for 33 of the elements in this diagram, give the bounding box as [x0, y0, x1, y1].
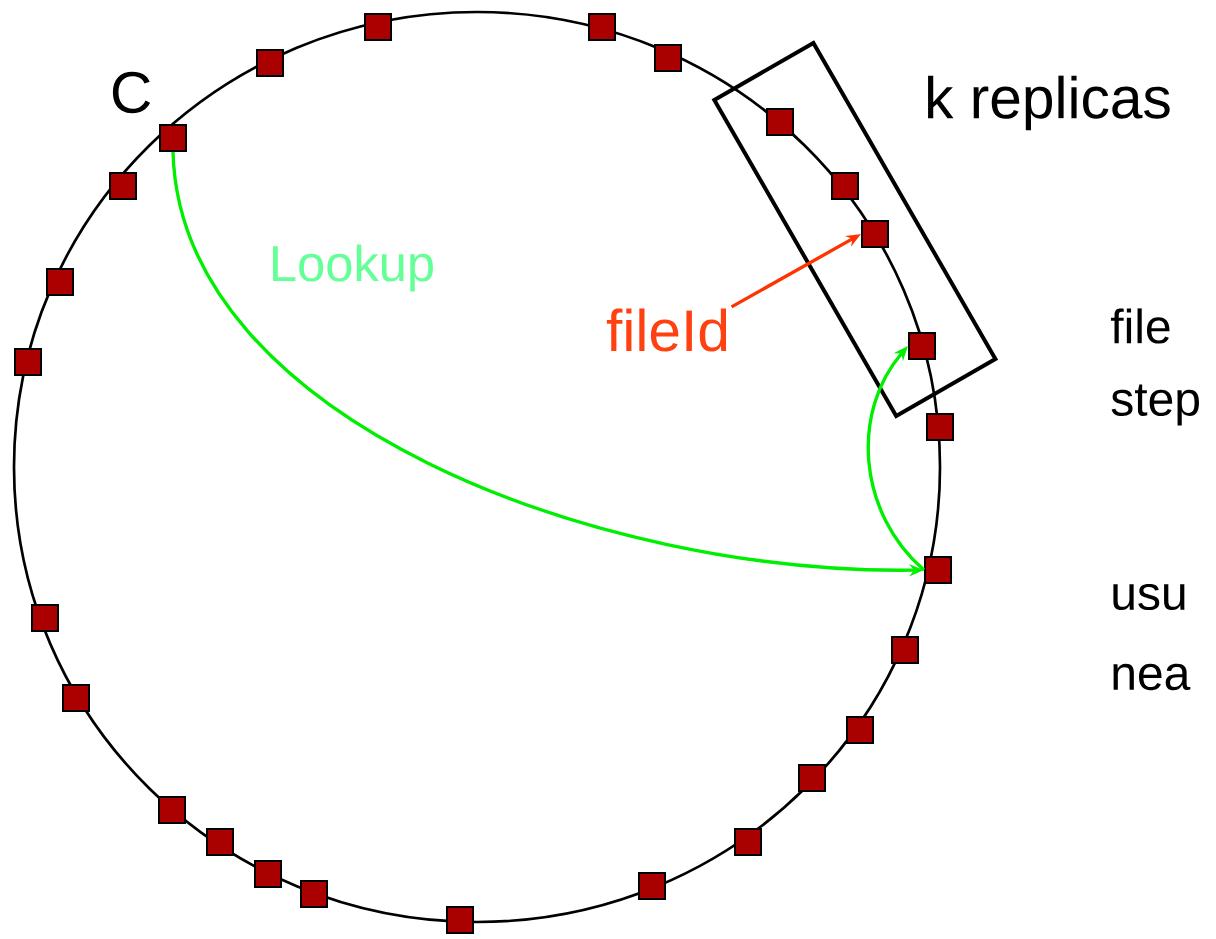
node-caption: C	[112, 71, 151, 114]
ring-node	[14, 348, 42, 376]
ring-node	[798, 764, 826, 792]
ring-node	[734, 828, 762, 856]
ring-node	[159, 124, 187, 152]
ring-node	[31, 604, 59, 632]
ring-node	[588, 13, 616, 41]
ring-node	[158, 796, 186, 824]
ring-node	[46, 268, 74, 296]
ring-node	[926, 413, 954, 441]
ring-node	[908, 332, 936, 360]
ring-node	[861, 220, 889, 248]
ring-node	[446, 906, 474, 934]
node-label: fileId	[606, 308, 727, 352]
ring-node	[364, 13, 392, 41]
ring-node	[254, 860, 282, 888]
ring-node	[62, 684, 90, 712]
ring-node	[891, 636, 919, 664]
ring-node	[654, 44, 682, 72]
ring-node	[109, 172, 137, 200]
ring-node	[831, 172, 859, 200]
ring-node	[766, 108, 794, 136]
note-text: nea	[1113, 663, 1191, 691]
edge-label: Lookup	[273, 244, 433, 292]
ring-node	[846, 716, 874, 744]
note-text: step	[1111, 384, 1199, 426]
ring-node	[256, 49, 284, 77]
ring-node	[206, 828, 234, 856]
ring-node	[924, 556, 952, 584]
ring-node	[638, 872, 666, 900]
note-text: file	[1110, 308, 1170, 344]
ring-node	[300, 880, 328, 908]
note-text: usu	[1113, 583, 1185, 611]
